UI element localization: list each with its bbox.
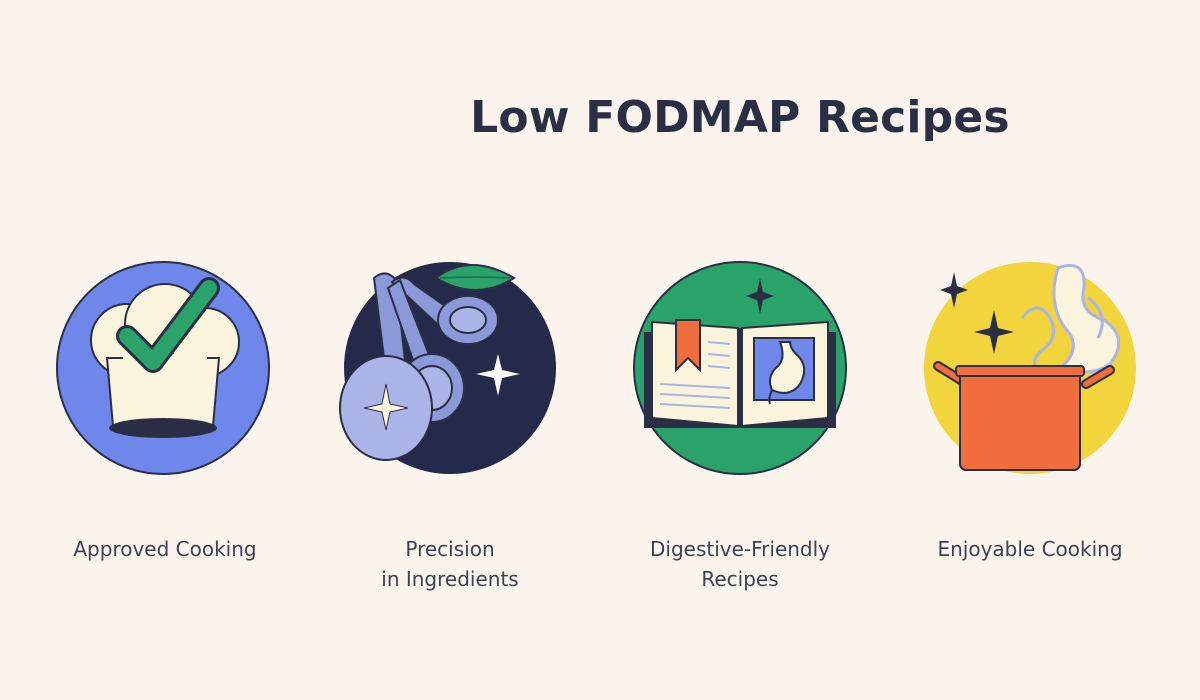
- measuring-spoons-icon: [339, 262, 556, 474]
- feature-label: Approved Cooking: [73, 537, 257, 561]
- feature-enjoyable-cooking: Enjoyable Cooking: [910, 258, 1150, 561]
- recipe-book-stomach-icon: [633, 261, 847, 475]
- steaming-pot-icon: [924, 262, 1136, 474]
- feature-label: Precision in Ingredients: [381, 537, 519, 591]
- feature-label: Enjoyable Cooking: [937, 537, 1123, 561]
- feature-digestive-friendly-recipes: Digestive-Friendly Recipes: [620, 258, 860, 591]
- page-title: Low FODMAP Recipes: [470, 92, 1010, 143]
- feature-approved-cooking: Approved Cooking: [45, 258, 285, 561]
- feature-label: Digestive-Friendly Recipes: [649, 537, 831, 591]
- chef-hat-check-icon: [56, 261, 270, 475]
- feature-precision-in-ingredients: Precision in Ingredients: [330, 258, 570, 591]
